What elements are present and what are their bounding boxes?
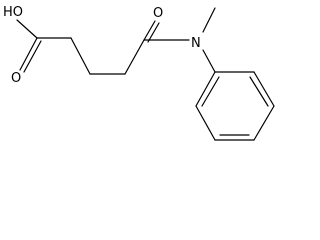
amide-carbonyl-oxygen-label: O: [153, 6, 163, 21]
bond-chain-4: [124, 39, 145, 75]
bond-nitrogen-phenyl: [202, 49, 216, 73]
chemical-structure: HO O O N: [3, 5, 275, 141]
ring-bond-4: [253, 105, 275, 141]
phenyl-ring: [195, 71, 275, 141]
ring-bond-2: [195, 105, 216, 141]
bond-acid-carbonyl-1: [19, 37, 38, 71]
bond-nitrogen-methyl: [202, 7, 216, 33]
bond-chain-2: [70, 37, 91, 75]
ring-double-bond-3: [249, 76, 269, 107]
hydroxyl-label: HO: [3, 5, 23, 20]
bond-amide-carbonyl-2: [147, 22, 160, 43]
ring-double-bond-1: [201, 76, 220, 107]
bond-hydroxyl-carbon: [16, 19, 38, 39]
bond-amide-carbonyl-1: [143, 20, 156, 41]
bond-acid-carbonyl-2: [23, 40, 42, 73]
ring-bond-1: [195, 71, 216, 107]
acid-carbonyl-oxygen-label: O: [11, 71, 21, 86]
ring-bond-5: [253, 71, 275, 107]
amide-nitrogen-label: N: [191, 36, 201, 51]
